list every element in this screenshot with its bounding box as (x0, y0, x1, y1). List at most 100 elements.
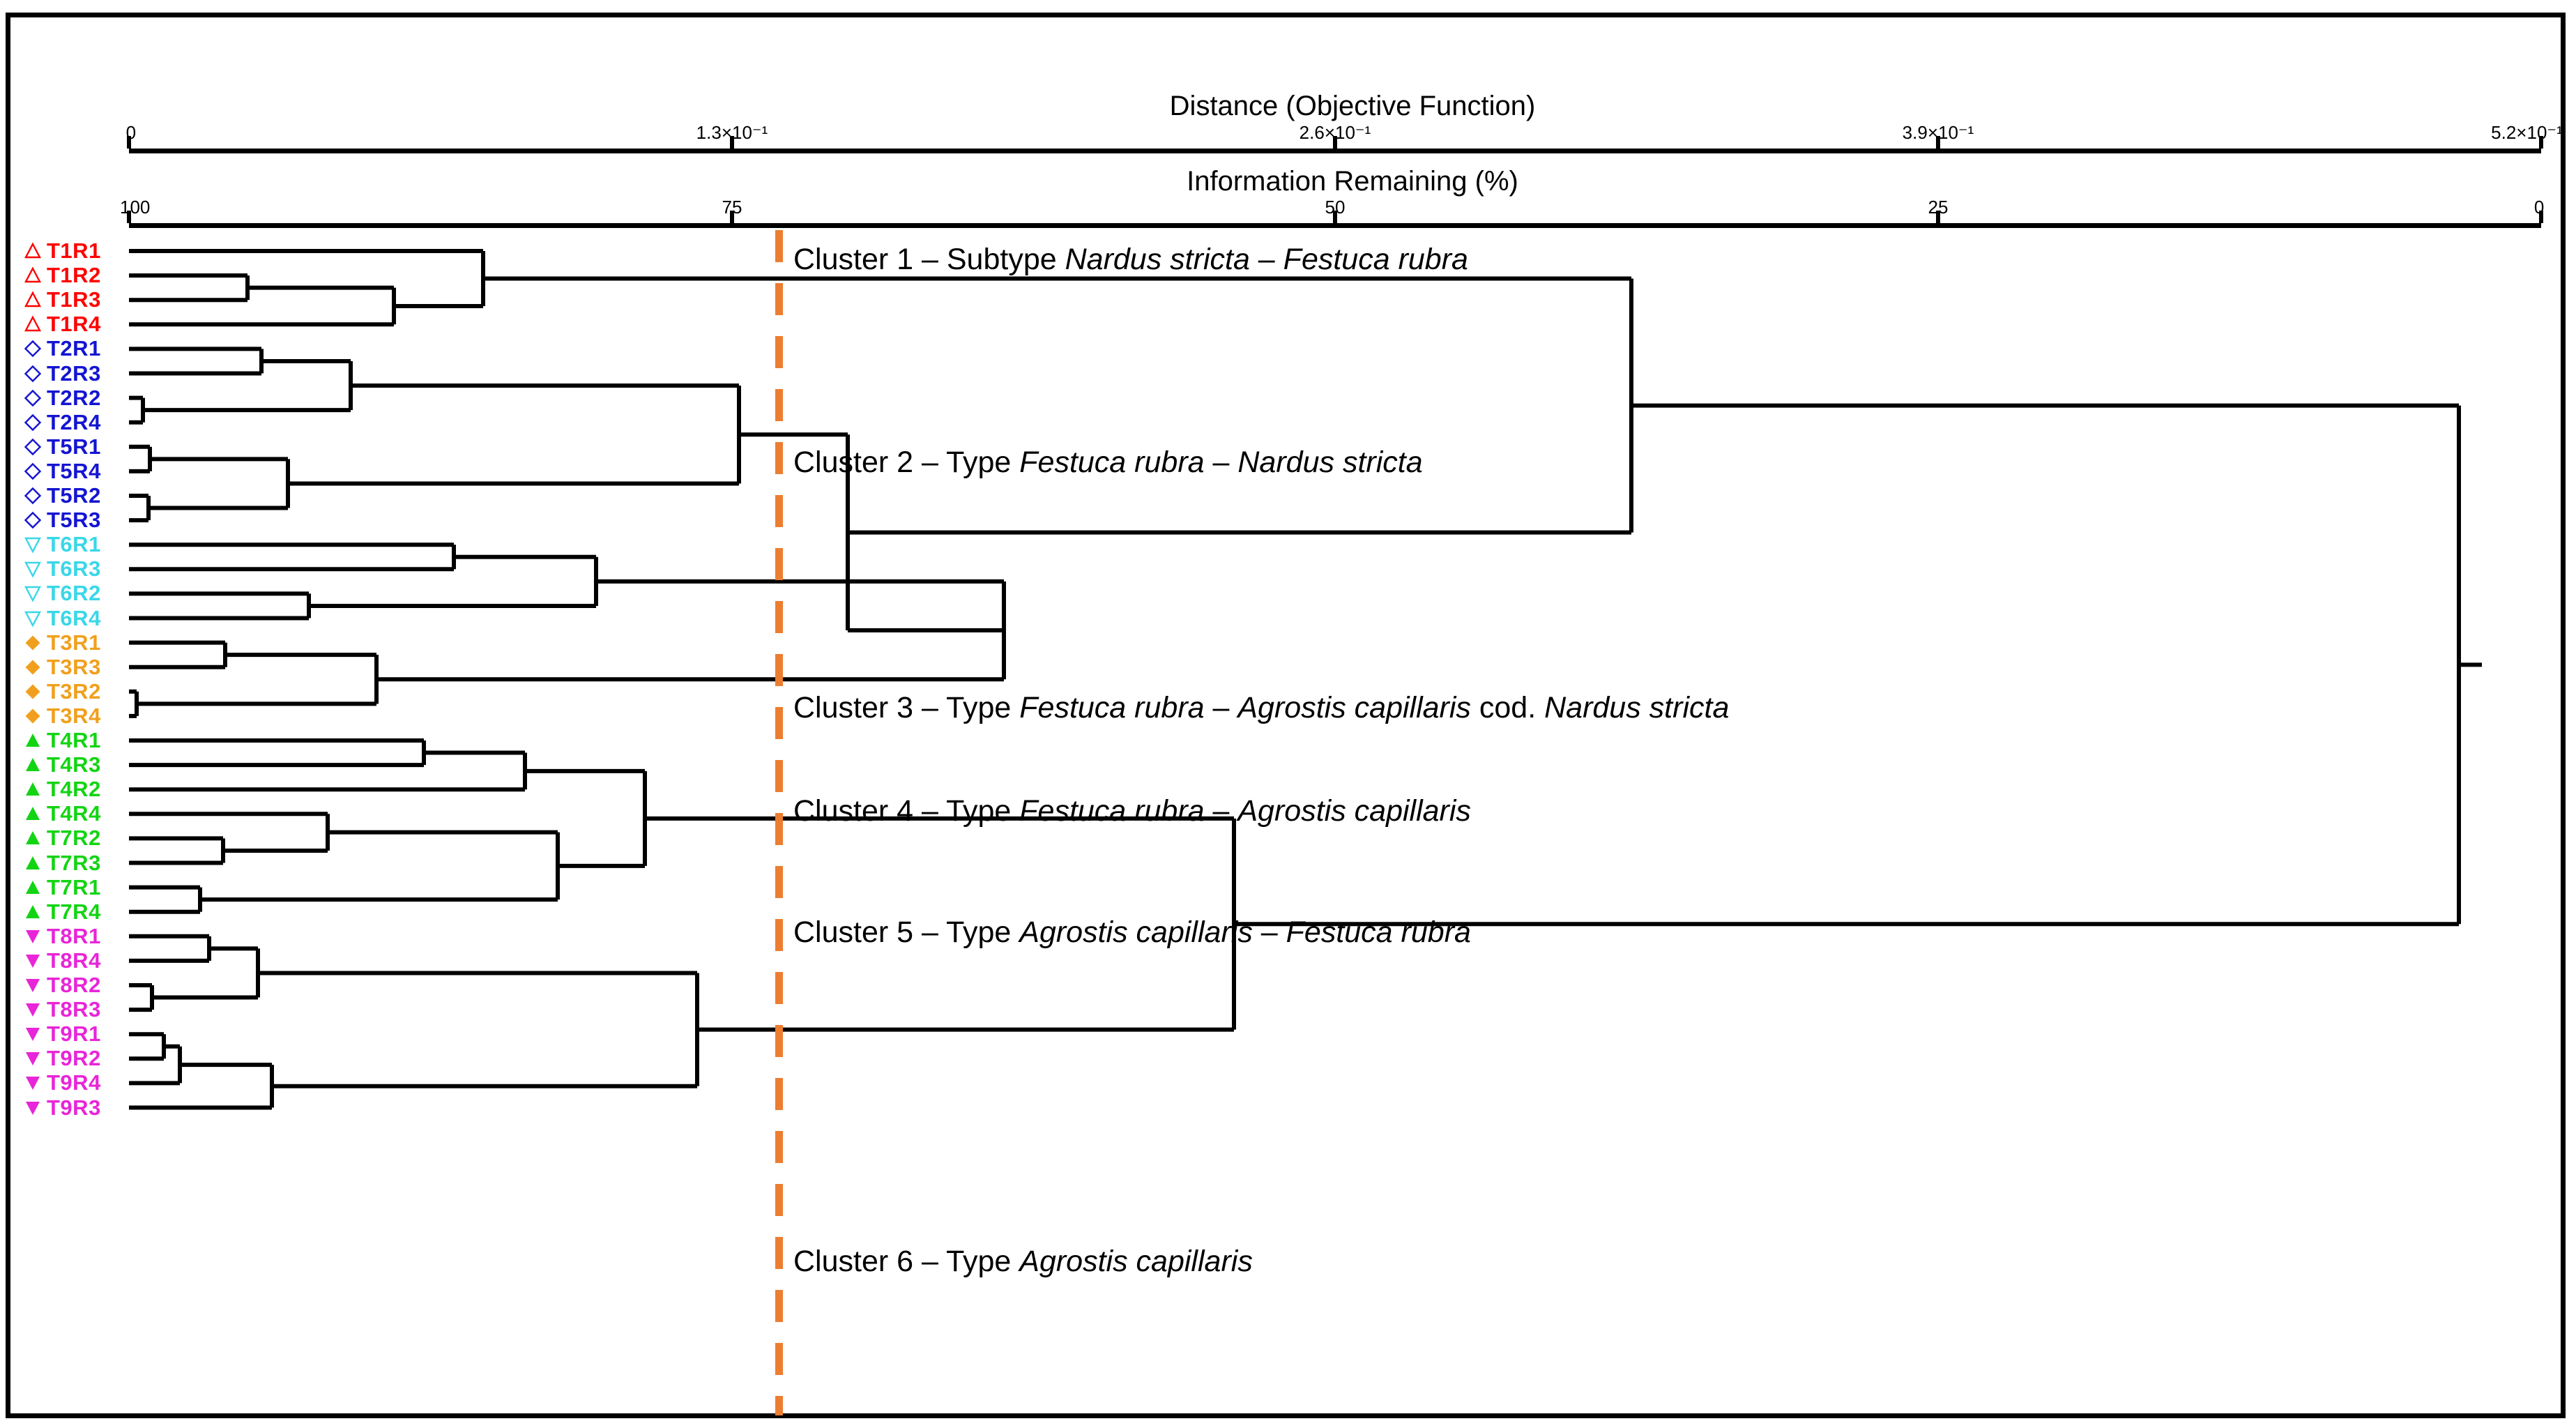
leaf-t3r1[interactable]: T3R1 (24, 630, 101, 656)
leaf-t7r3[interactable]: T7R3 (24, 850, 101, 876)
diamond-open-icon (24, 438, 42, 455)
leaf-t2r2[interactable]: T2R2 (24, 385, 101, 411)
cluster-annotation-prefix: Cluster 1 – Subtype (793, 243, 1065, 276)
leaf-label: T7R4 (47, 899, 101, 924)
leaf-t2r4[interactable]: T2R4 (24, 409, 101, 436)
species-name: Festuca rubra (1019, 446, 1205, 479)
leaf-t6r1[interactable]: T6R1 (24, 531, 101, 558)
leaf-t8r1[interactable]: T8R1 (24, 923, 101, 950)
bottom-axis-tick (127, 211, 131, 223)
leaf-label: T7R1 (47, 874, 101, 899)
triangle-down-filled-icon (26, 1028, 40, 1042)
cluster-4-annotation: Cluster 4 – Type Festuca rubra – Agrosti… (793, 794, 1471, 828)
leaf-t4r3[interactable]: T4R3 (24, 752, 101, 778)
leaf-label: T7R3 (47, 850, 101, 875)
annotation-separator: – (1204, 691, 1238, 724)
triangle-down-filled-icon (26, 1052, 40, 1066)
leaf-label: T3R3 (47, 654, 101, 679)
leaf-t5r2[interactable]: T5R2 (24, 483, 101, 509)
leaf-t6r2[interactable]: T6R2 (24, 580, 101, 607)
leaf-t1r1[interactable]: T1R1 (24, 238, 101, 264)
leaf-t3r3[interactable]: T3R3 (24, 654, 101, 681)
leaf-label: T8R2 (47, 973, 101, 997)
diamond-filled-icon (25, 684, 40, 699)
leaf-label: T3R2 (47, 678, 101, 704)
cluster-1-annotation: Cluster 1 – Subtype Nardus stricta – Fes… (793, 243, 1468, 277)
leaf-label: T8R1 (47, 923, 101, 948)
leaf-t9r3[interactable]: T9R3 (24, 1095, 101, 1121)
leaf-t4r4[interactable]: T4R4 (24, 800, 101, 827)
leaf-t4r2[interactable]: T4R2 (24, 776, 101, 803)
species-name: Festuca rubra (1286, 916, 1471, 949)
triangle-down-filled-icon (26, 1101, 40, 1115)
species-name: Nardus stricta (1544, 691, 1730, 724)
top-axis-tick (2539, 136, 2543, 149)
triangle-down-filled-icon (26, 954, 40, 968)
leaf-t2r1[interactable]: T2R1 (24, 335, 101, 362)
leaf-label: T1R4 (47, 312, 101, 337)
species-name: Agrostis capillaris (1237, 691, 1471, 724)
diamond-open-icon (24, 365, 42, 382)
triangle-up-filled-icon (26, 807, 40, 821)
leaf-label: T6R4 (47, 605, 101, 630)
leaf-t2r3[interactable]: T2R3 (24, 360, 101, 387)
leaf-t7r4[interactable]: T7R4 (24, 899, 101, 925)
leaf-t7r2[interactable]: T7R2 (24, 825, 101, 851)
annotation-separator: cod. (1470, 691, 1545, 724)
top-axis-tick (1333, 136, 1337, 149)
leaf-t8r4[interactable]: T8R4 (24, 948, 101, 974)
diamond-open-icon (24, 511, 42, 529)
leaf-t9r4[interactable]: T9R4 (24, 1070, 101, 1096)
cluster-annotation-prefix: Cluster 4 – Type (793, 794, 1020, 828)
leaf-label: T5R4 (47, 458, 101, 483)
leaf-t5r1[interactable]: T5R1 (24, 434, 101, 460)
triangle-down-open-icon (24, 586, 41, 602)
leaf-t4r1[interactable]: T4R1 (24, 727, 101, 754)
cluster-3-annotation: Cluster 3 – Type Festuca rubra – Agrosti… (793, 691, 1729, 725)
leaf-label: T5R3 (47, 508, 101, 533)
leaf-t1r4[interactable]: T1R4 (24, 311, 101, 337)
leaf-label: T1R1 (47, 238, 101, 263)
bottom-axis-tick (1936, 211, 1940, 223)
triangle-up-filled-icon (26, 904, 40, 918)
leaf-label: T9R3 (47, 1095, 101, 1120)
leaf-t6r3[interactable]: T6R3 (24, 556, 101, 582)
leaf-label: T8R4 (47, 948, 101, 973)
leaf-t6r4[interactable]: T6R4 (24, 605, 101, 632)
leaf-t9r1[interactable]: T9R1 (24, 1021, 101, 1047)
triangle-up-filled-icon (26, 856, 40, 869)
leaf-t3r2[interactable]: T3R2 (24, 678, 101, 705)
leaf-t8r2[interactable]: T8R2 (24, 972, 101, 998)
triangle-down-filled-icon (26, 929, 40, 943)
top-axis-title: Distance (Objective Function) (1169, 91, 1536, 121)
leaf-label: T2R4 (47, 409, 101, 434)
triangle-up-filled-icon (26, 831, 40, 845)
triangle-down-open-icon (24, 611, 41, 628)
leaf-t1r2[interactable]: T1R2 (24, 262, 101, 289)
species-name: Agrostis capillaris (1019, 916, 1253, 949)
leaf-t5r3[interactable]: T5R3 (24, 507, 101, 533)
leaf-label: T1R3 (47, 287, 101, 312)
triangle-up-open-icon (24, 315, 41, 332)
top-axis-tick-label: 5.2×10⁻¹ (2491, 122, 2563, 143)
leaf-t8r3[interactable]: T8R3 (24, 996, 101, 1023)
triangle-down-open-icon (24, 562, 41, 578)
leaf-label: T5R1 (47, 434, 101, 459)
top-axis-tick (730, 136, 734, 149)
diamond-filled-icon (25, 708, 40, 724)
leaf-label: T9R4 (47, 1070, 101, 1095)
cluster-2-annotation: Cluster 2 – Type Festuca rubra – Nardus … (793, 446, 1423, 480)
diamond-open-icon (24, 413, 42, 431)
leaf-t7r1[interactable]: T7R1 (24, 874, 101, 901)
leaf-t9r2[interactable]: T9R2 (24, 1045, 101, 1072)
leaf-label: T7R2 (47, 826, 101, 851)
triangle-up-filled-icon (26, 758, 40, 772)
leaf-label: T4R2 (47, 777, 101, 802)
leaf-t5r4[interactable]: T5R4 (24, 458, 101, 485)
species-name: Nardus stricta (1237, 446, 1423, 479)
leaf-label: T3R4 (47, 703, 101, 728)
leaf-t1r3[interactable]: T1R3 (24, 287, 101, 313)
leaf-t3r4[interactable]: T3R4 (24, 703, 101, 729)
leaf-label: T6R1 (47, 532, 101, 557)
